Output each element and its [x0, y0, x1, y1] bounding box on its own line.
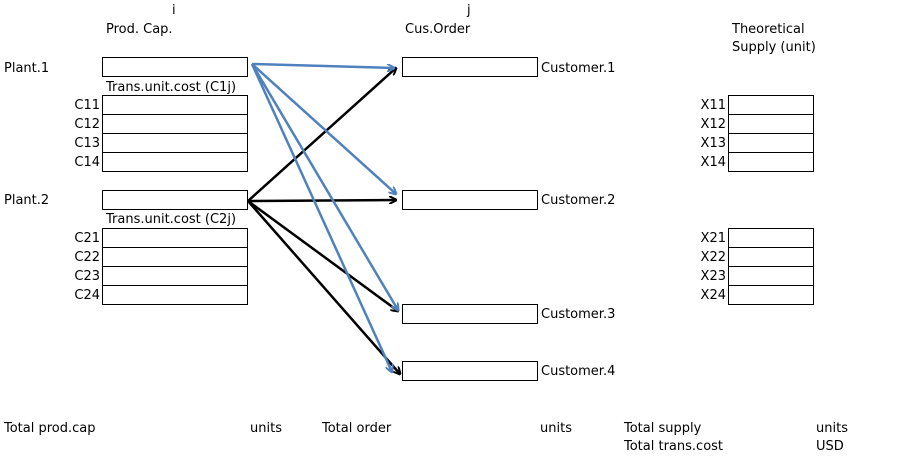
index-i-label: i	[172, 3, 176, 18]
plant-2-cost-label: Trans.unit.cost (C2j)	[106, 212, 237, 227]
customer-3-label: Customer.3	[541, 307, 616, 322]
prod-cap-header: Prod. Cap.	[106, 22, 173, 37]
supply-row-label: X12	[700, 117, 726, 132]
cost-row-label: C21	[74, 231, 100, 246]
customer-4-label: Customer.4	[541, 364, 616, 379]
cost-input-c14[interactable]	[102, 152, 248, 172]
arrow-plant1-customer1	[251, 62, 394, 68]
arrow-plant1-customer4	[250, 63, 392, 372]
cost-row-label: C23	[74, 269, 100, 284]
supply-row-label: X21	[700, 231, 726, 246]
plant-2-label: Plant.2	[4, 193, 50, 208]
plant-1-capacity-input[interactable]	[102, 57, 248, 77]
customer-3-order-input[interactable]	[402, 304, 538, 324]
supply-input-x24[interactable]	[728, 285, 814, 305]
theoretical-header: Theoretical	[732, 22, 805, 37]
cost-row-label: C22	[74, 250, 100, 265]
customer-4-order-input[interactable]	[402, 361, 538, 381]
supply-row-label: X22	[700, 250, 726, 265]
cost-row-label: C24	[74, 288, 100, 303]
arrow-plant2-customer1	[247, 68, 396, 202]
cost-row-label: C11	[74, 98, 100, 113]
customer-1-order-input[interactable]	[402, 57, 538, 77]
supply-row-label: X24	[700, 288, 726, 303]
customer-2-label: Customer.2	[541, 193, 616, 208]
total-prod-cap-label: Total prod.cap	[4, 421, 96, 436]
supply-row-label: X23	[700, 269, 726, 284]
index-j-label: j	[467, 3, 471, 18]
units-label-2: units	[540, 421, 572, 436]
plant-1-label: Plant.1	[4, 61, 50, 76]
total-order-label: Total order	[322, 421, 392, 436]
arrow-plant2-customer4	[247, 200, 400, 374]
cost-input-c24[interactable]	[102, 285, 248, 305]
usd-label: USD	[816, 439, 844, 454]
arrow-plant1-customer2	[251, 63, 396, 194]
total-trans-cost-label: Total trans.cost	[624, 439, 724, 454]
customer-1-label: Customer.1	[541, 61, 616, 76]
cost-row-label: C14	[74, 155, 100, 170]
cost-row-label: C12	[74, 117, 100, 132]
supply-input-x14[interactable]	[728, 152, 814, 172]
arrow-plant2-customer3	[247, 199, 398, 311]
supply-unit-header: Supply (unit)	[732, 40, 816, 55]
cus-order-header: Cus.Order	[405, 22, 471, 37]
customer-2-order-input[interactable]	[402, 190, 538, 210]
supply-row-label: X14	[700, 155, 726, 170]
units-label-3: units	[816, 421, 848, 436]
arrow-plant2-customer2	[247, 200, 396, 201]
units-label-1: units	[250, 421, 282, 436]
plant-1-cost-label: Trans.unit.cost (C1j)	[106, 80, 237, 95]
total-supply-label: Total supply	[624, 421, 702, 436]
arrow-plant1-customer3	[250, 63, 398, 310]
cost-row-label: C13	[74, 136, 100, 151]
supply-row-label: X13	[700, 136, 726, 151]
supply-row-label: X11	[700, 98, 726, 113]
